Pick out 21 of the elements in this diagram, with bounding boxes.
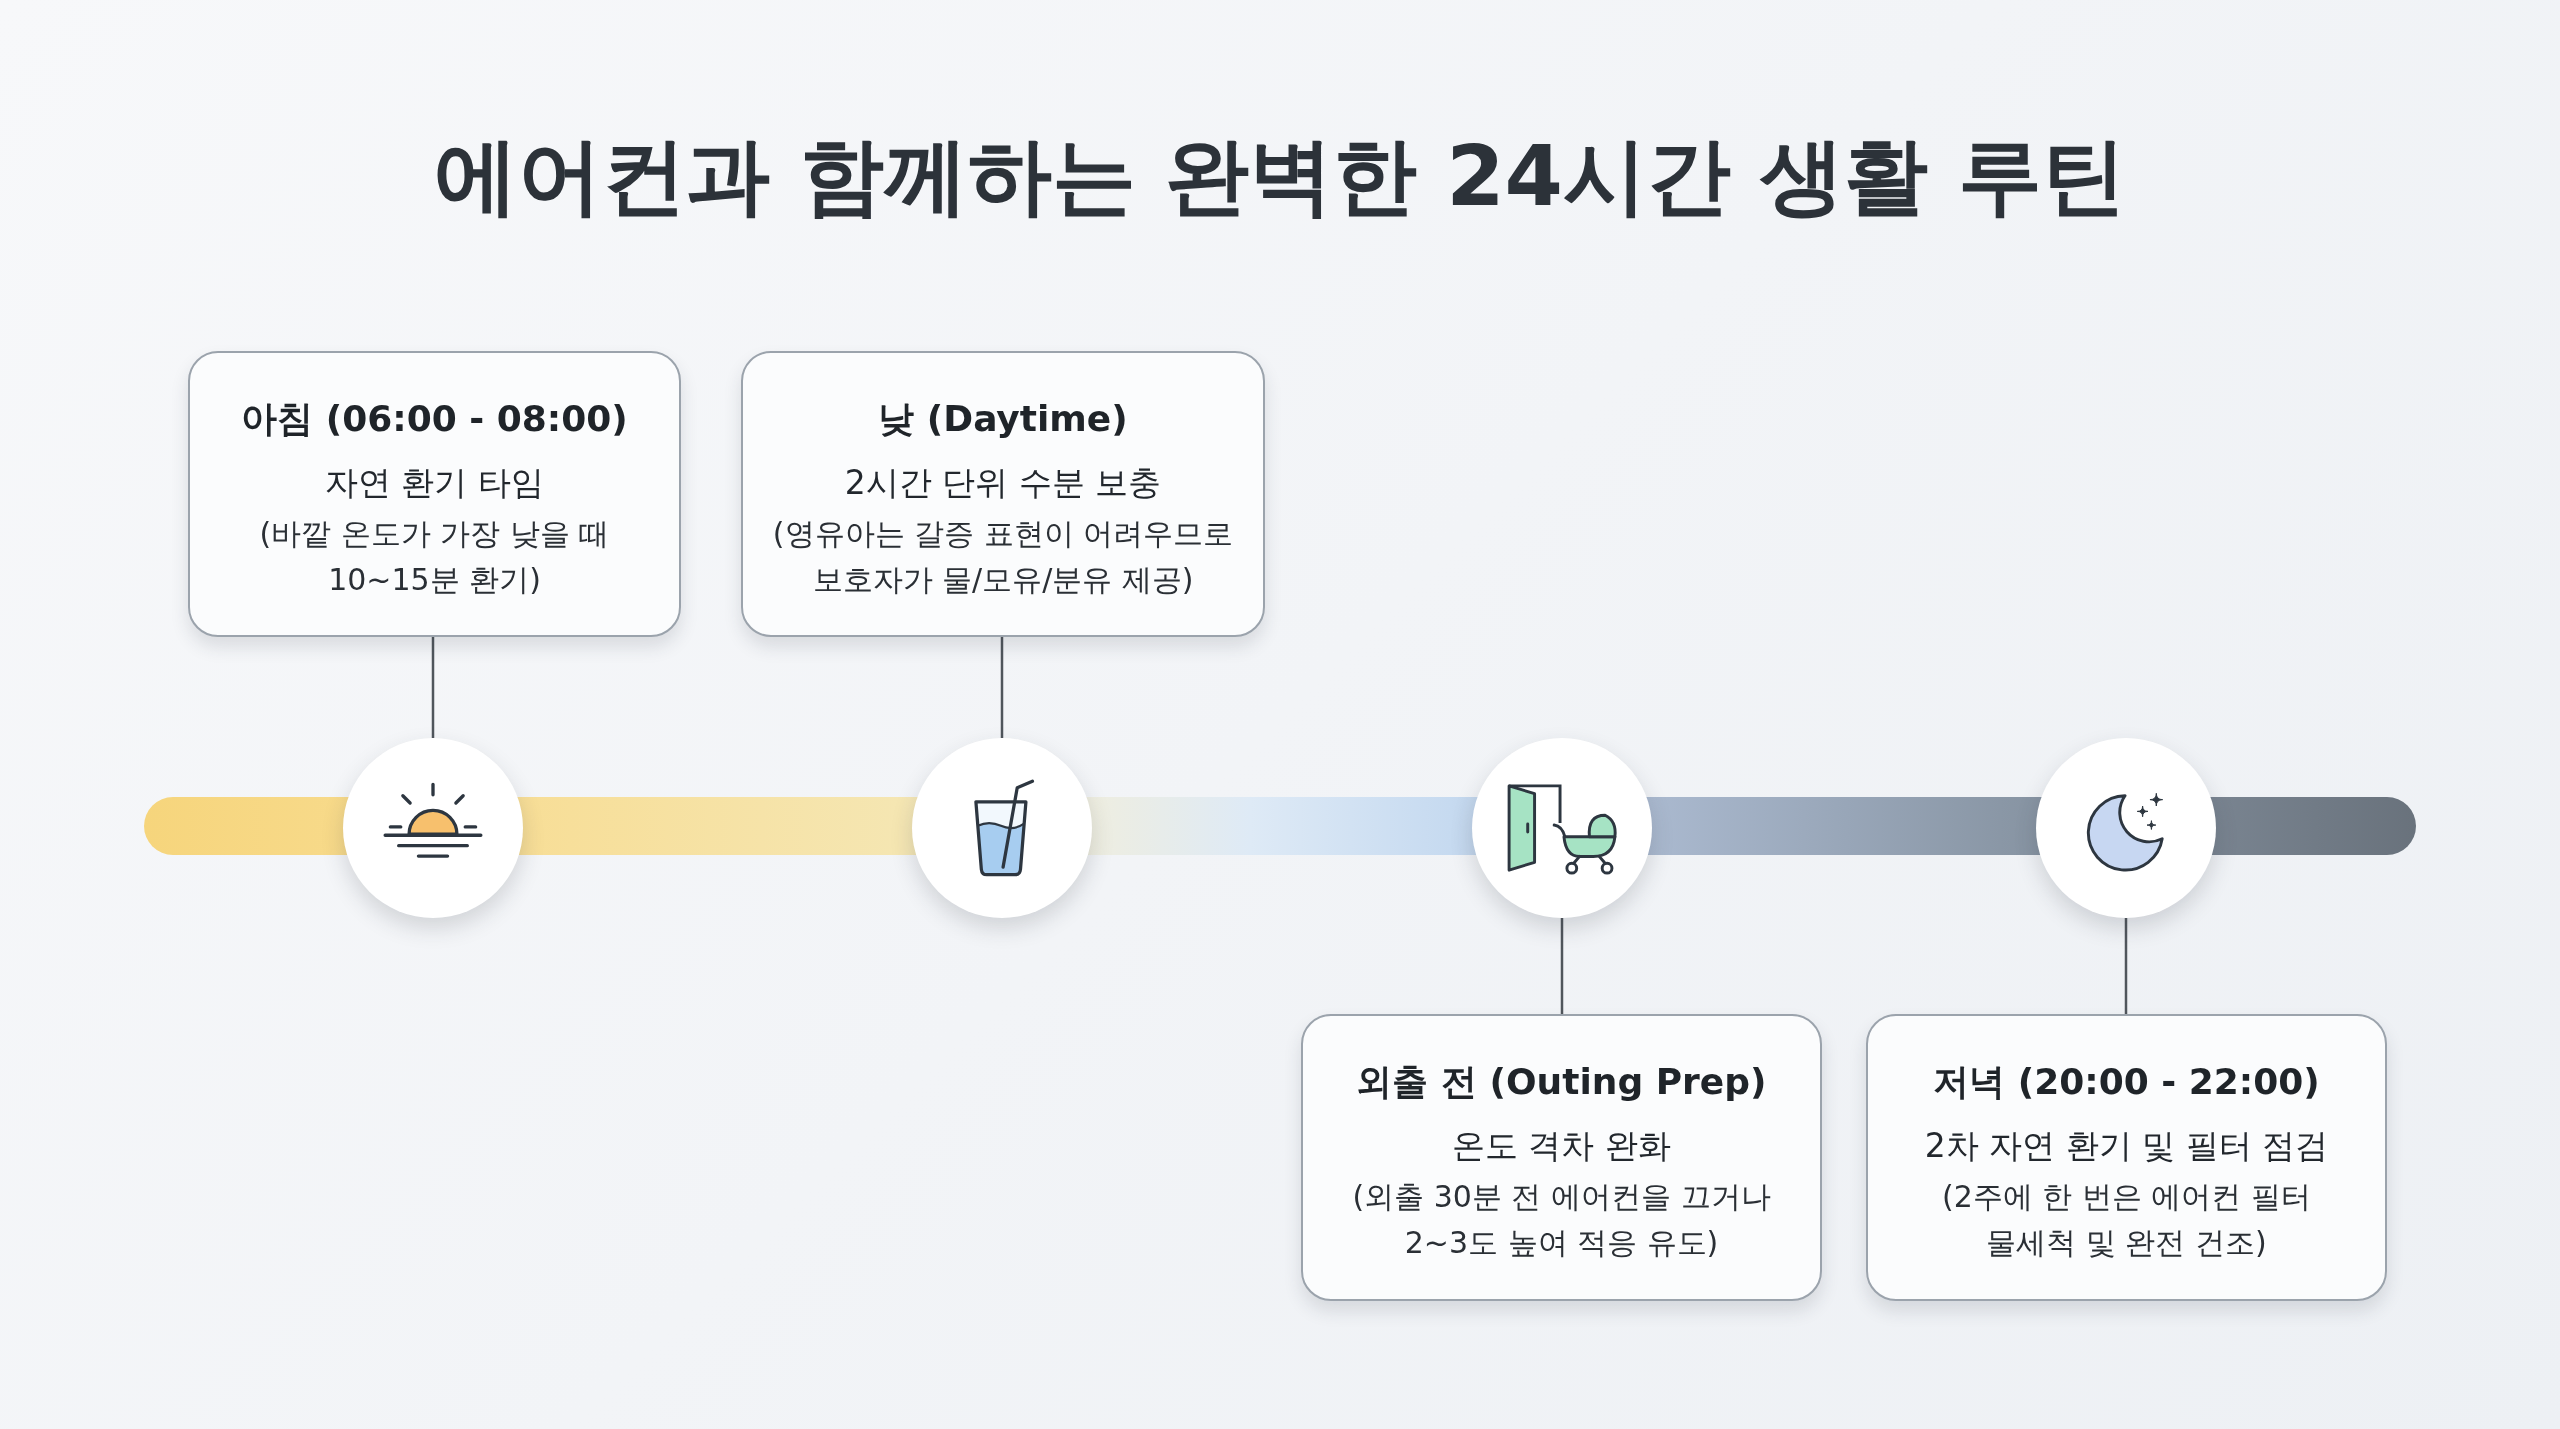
card-title: 외출 전 (Outing Prep) — [1356, 1060, 1767, 1104]
connector-line — [1560, 918, 1564, 1014]
page-title: 에어컨과 함께하는 완벽한 24시간 생활 루틴 — [434, 126, 2126, 227]
card-title: 저녁 (20:00 - 22:00) — [1933, 1060, 2320, 1104]
info-card — [188, 351, 681, 637]
card-title: 낮 (Daytime) — [878, 397, 1128, 441]
info-card — [1301, 1014, 1822, 1301]
card-description: (영유아는 갈증 표현이 어려우므로 보호자가 물/모유/분유 제공) — [771, 515, 1235, 599]
connector-line — [431, 637, 435, 738]
connector-line — [1000, 637, 1004, 738]
info-card — [741, 351, 1265, 637]
card-title: 아침 (06:00 - 08:00) — [241, 397, 628, 441]
card-subtitle: 온도 격차 완화 — [1452, 1125, 1671, 1167]
card-description: (바깥 온도가 가장 낮을 때 10~15분 환기) — [258, 515, 611, 599]
connector-line — [2124, 918, 2128, 1014]
card-subtitle: 자연 환기 타임 — [325, 462, 544, 504]
card-description: (외출 30분 전 에어컨을 끄거나 2~3도 높여 적응 유도) — [1351, 1178, 1772, 1262]
info-card — [1866, 1014, 2387, 1301]
card-description: (2주에 한 번은 에어컨 필터 물세척 및 완전 건조) — [1941, 1178, 2312, 1262]
card-subtitle: 2시간 단위 수분 보충 — [844, 462, 1162, 504]
card-subtitle: 2차 자연 환기 및 필터 점검 — [1924, 1125, 2329, 1167]
